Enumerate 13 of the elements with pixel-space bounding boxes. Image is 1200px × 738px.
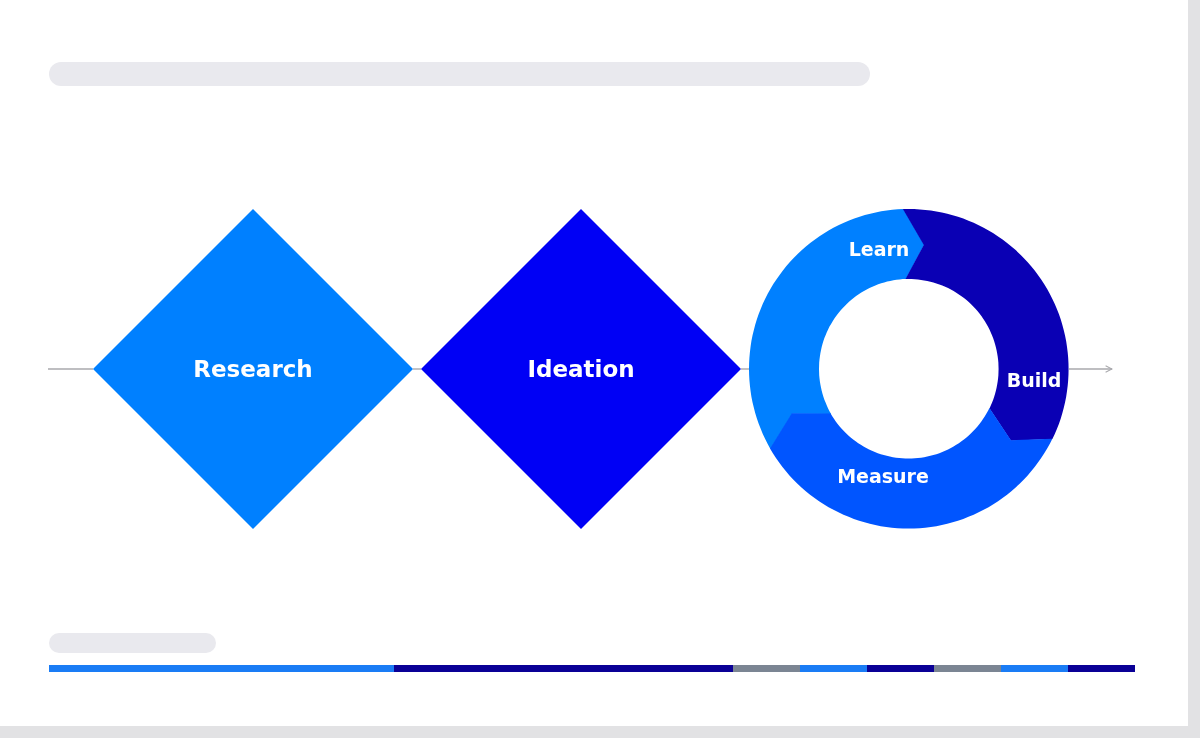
stage-label: Build [1006, 369, 1062, 391]
stage-label: Measure [837, 465, 929, 487]
diamond-shape [421, 209, 741, 529]
connector-line [412, 368, 422, 370]
stage-label: Ideation [527, 356, 635, 382]
connector-line [47, 368, 94, 370]
stage-label: Learn [848, 238, 910, 260]
connector-line [740, 368, 750, 370]
diamond-shape [93, 209, 413, 529]
cycle-segment [770, 408, 1053, 529]
arrow [1068, 365, 1113, 373]
stage-label: Research [193, 356, 313, 382]
cycle-segment [749, 209, 925, 449]
